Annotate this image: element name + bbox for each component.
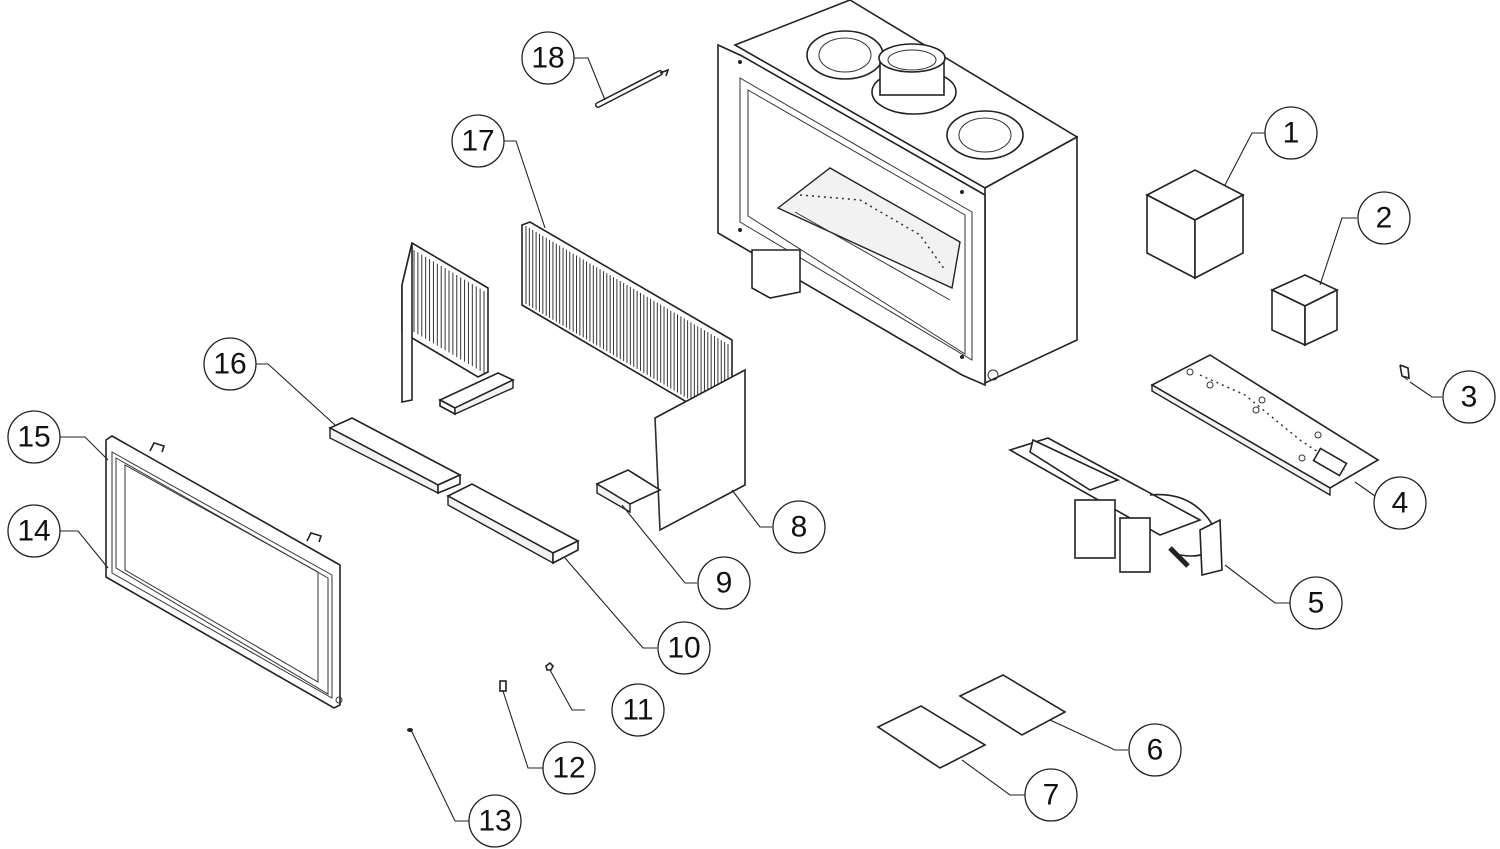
callout-16: 16	[203, 337, 257, 391]
svg-text:1: 1	[1283, 117, 1300, 150]
svg-text:16: 16	[213, 348, 246, 381]
svg-text:12: 12	[552, 752, 585, 785]
callout-8: 8	[772, 500, 826, 554]
callout-14: 14	[7, 504, 61, 558]
flue-collar-center	[871, 43, 957, 115]
svg-text:7: 7	[1043, 779, 1060, 812]
svg-text:4: 4	[1392, 487, 1409, 520]
leader-8	[731, 489, 772, 528]
leader-2	[1319, 217, 1357, 286]
leader-17	[504, 140, 546, 229]
callout-10: 10	[657, 621, 711, 675]
callout-18: 18	[521, 31, 575, 85]
flue-collar-right	[946, 110, 1024, 160]
leader-5	[1224, 564, 1290, 604]
svg-text:2: 2	[1376, 202, 1393, 235]
part-10-front-log	[446, 483, 580, 565]
leader-1	[1224, 132, 1265, 186]
leader-6	[1049, 719, 1128, 751]
callout-11: 11	[611, 683, 665, 737]
svg-text:9: 9	[716, 567, 733, 600]
part-11-fastener	[545, 661, 554, 671]
callout-balloons: 1 2 3 4 5 6 7 8 9 10 11 12 13 14 15 16 1…	[7, 31, 1496, 848]
part-7-panel	[876, 705, 987, 769]
svg-text:5: 5	[1308, 587, 1325, 620]
callout-6: 6	[1128, 723, 1182, 777]
callout-3: 3	[1442, 370, 1496, 424]
part-14-door-frame	[105, 435, 343, 709]
part-2-small-cube	[1270, 274, 1339, 347]
leader-13	[410, 729, 469, 822]
svg-text:18: 18	[531, 42, 564, 75]
part-3-bracket-clip	[1399, 364, 1410, 381]
svg-text:14: 14	[17, 515, 50, 548]
part-18-handle-tool	[595, 68, 670, 108]
part-6-panel	[958, 674, 1067, 736]
svg-text:6: 6	[1147, 734, 1164, 767]
part-17-ribbed-rear-panel	[521, 221, 733, 425]
callout-5: 5	[1289, 576, 1343, 630]
callout-7: 7	[1024, 768, 1078, 822]
callout-1: 1	[1264, 106, 1318, 160]
fireplace-body	[717, 0, 1079, 387]
callout-2: 2	[1357, 191, 1411, 245]
part-16-rear-log	[328, 417, 462, 495]
part-1-large-cube	[1145, 169, 1245, 280]
callout-9: 9	[697, 556, 751, 610]
part-12-clip	[499, 680, 507, 692]
svg-text:3: 3	[1461, 381, 1478, 414]
ribbed-left-panel	[401, 241, 489, 403]
leader-11	[549, 669, 585, 711]
leader-14	[60, 530, 109, 569]
leader-7	[961, 759, 1025, 796]
part-4-burner-tray	[1150, 354, 1380, 497]
part-9-small-log	[595, 469, 662, 514]
part-5-burner-valve-assembly	[1008, 437, 1223, 577]
svg-text:8: 8	[791, 511, 808, 544]
leader-15	[60, 436, 109, 461]
callout-15: 15	[7, 410, 61, 464]
leader-18	[573, 57, 606, 101]
leader-16	[256, 363, 336, 426]
leader-3	[1409, 381, 1442, 398]
part-8-side-panel	[654, 368, 746, 532]
svg-text:11: 11	[622, 694, 653, 727]
callout-13: 13	[468, 794, 522, 848]
svg-text:17: 17	[461, 125, 494, 158]
leader-12	[502, 690, 543, 769]
svg-text:10: 10	[667, 632, 700, 665]
svg-text:15: 15	[17, 421, 50, 454]
callout-4: 4	[1373, 476, 1427, 530]
svg-text:13: 13	[478, 805, 511, 838]
leader-9	[621, 504, 697, 584]
callout-17: 17	[451, 114, 505, 168]
leader-10	[564, 557, 657, 649]
callout-12: 12	[542, 741, 596, 795]
flue-collar-left	[806, 30, 884, 80]
small-block	[438, 372, 515, 416]
